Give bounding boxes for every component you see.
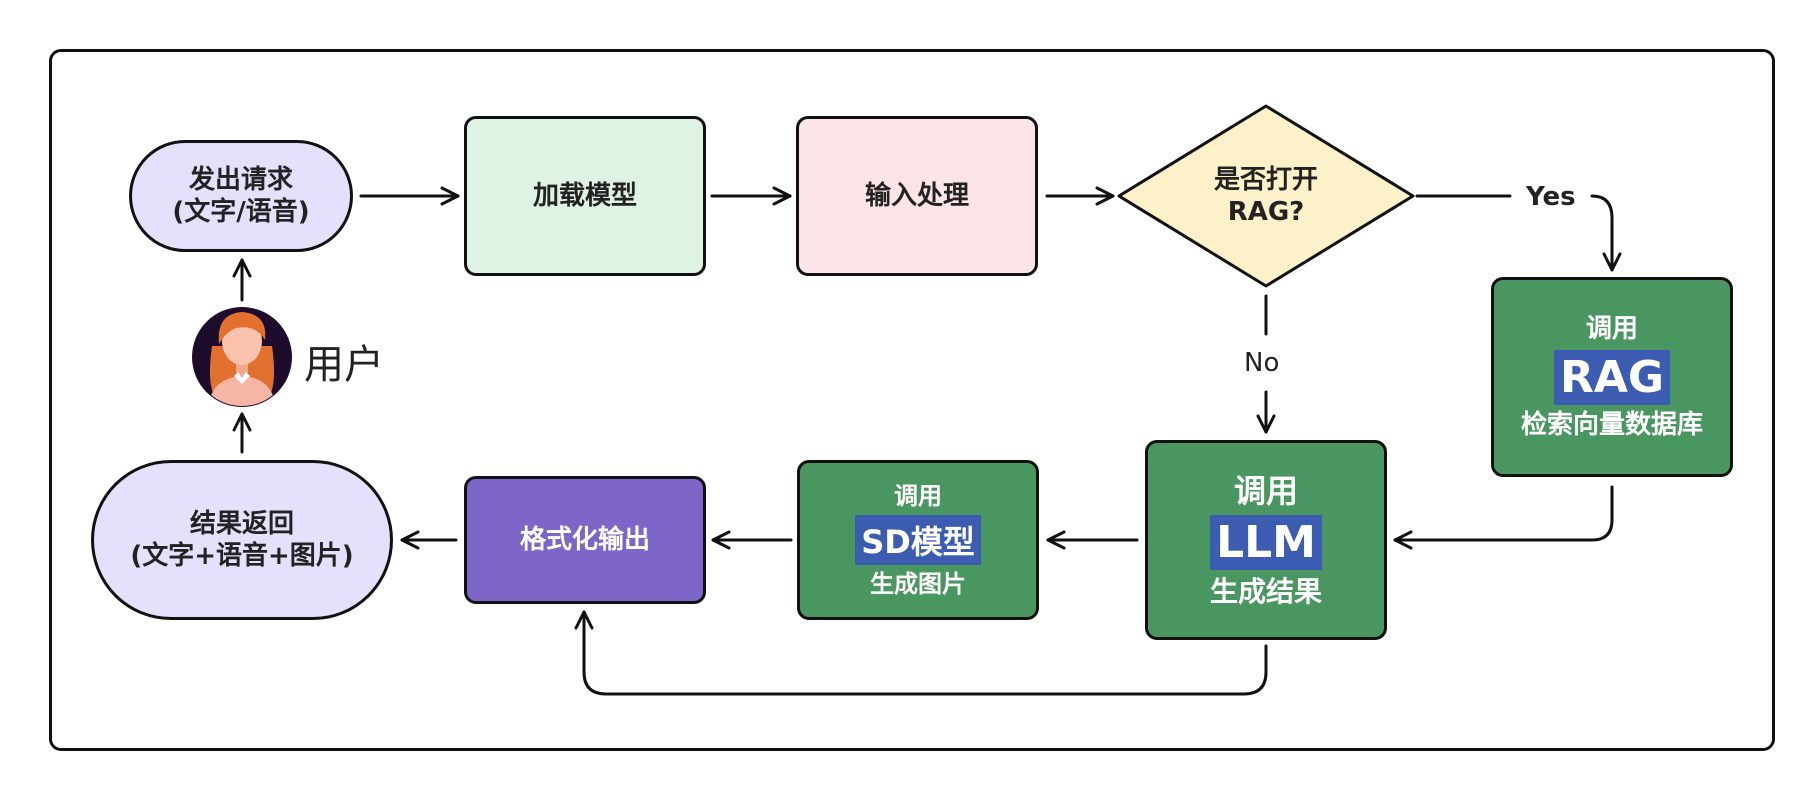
return-result-subtitle: (文字+语音+图片) (130, 541, 354, 571)
load-model-node: 加载模型 (464, 116, 706, 276)
arrow-llm-to-format (574, 610, 1268, 696)
return-result-node: 结果返回 (文字+语音+图片) (91, 460, 393, 620)
call-llm-subtitle: 生成结果 (1209, 575, 1322, 608)
rag-decision-line2: RAG? (1227, 197, 1305, 227)
call-rag-subtitle: 检索向量数据库 (1520, 409, 1703, 440)
send-request-node: 发出请求 (文字/语音) (129, 140, 353, 252)
rag-highlight: RAG (1553, 349, 1671, 405)
call-rag-node: 调用 RAG 检索向量数据库 (1491, 277, 1733, 477)
format-output-label: 格式化输出 (519, 524, 650, 555)
input-process-node: 输入处理 (796, 116, 1038, 276)
sd-highlight: SD模型 (855, 515, 981, 565)
call-rag-title: 调用 (1585, 314, 1638, 344)
call-sd-title: 调用 (894, 482, 942, 510)
llm-highlight: LLM (1210, 515, 1322, 570)
diagram-frame (49, 49, 1775, 751)
call-sd-subtitle: 生成图片 (870, 570, 966, 598)
send-request-subtitle: (文字/语音) (172, 197, 310, 227)
load-model-label: 加载模型 (532, 180, 637, 211)
user-label: 用户 (304, 342, 384, 388)
call-llm-node: 调用 LLM 生成结果 (1145, 440, 1387, 640)
return-result-title: 结果返回 (189, 508, 294, 539)
user-avatar (192, 307, 292, 407)
arrow-yes-to-rag (1590, 194, 1622, 272)
rag-decision-line1: 是否打开 (1213, 164, 1318, 195)
rag-decision-text: 是否打开 RAG? (1176, 150, 1356, 242)
rag-decision-diamond (1117, 104, 1415, 288)
yes-label: Yes (1526, 182, 1576, 212)
call-llm-title: 调用 (1233, 472, 1298, 510)
no-label: No (1244, 348, 1280, 378)
call-sd-node: 调用 SD模型 生成图片 (797, 460, 1039, 620)
send-request-title: 发出请求 (188, 164, 293, 195)
format-output-node: 格式化输出 (464, 476, 706, 604)
arrow-rag-to-llm (1393, 485, 1614, 550)
input-process-label: 输入处理 (864, 180, 969, 211)
